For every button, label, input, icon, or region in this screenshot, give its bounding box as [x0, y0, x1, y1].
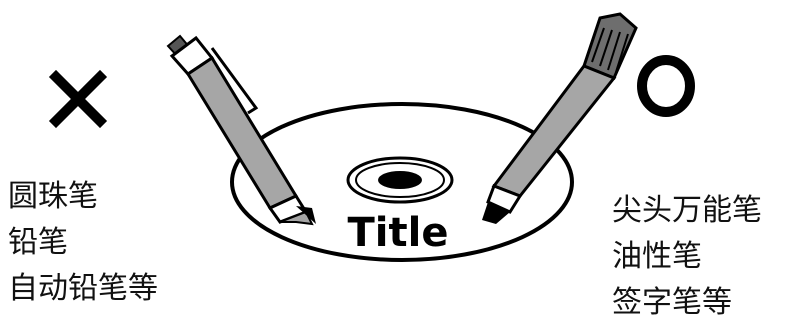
list-item: 油性笔 [612, 234, 762, 280]
list-item: 圆珠笔 [8, 174, 158, 220]
list-item: 铅笔 [8, 220, 158, 266]
list-item: 自动铅笔等 [8, 266, 158, 312]
not-recommended-list: 圆珠笔 铅笔 自动铅笔等 [8, 174, 158, 312]
disc-title: Title [348, 210, 449, 256]
recommended-list: 尖头万能笔 油性笔 签字笔等 [612, 188, 762, 326]
list-item: 尖头万能笔 [612, 188, 762, 234]
circle-icon [642, 60, 690, 112]
list-item: 签字笔等 [612, 280, 762, 326]
cross-icon [56, 77, 100, 121]
